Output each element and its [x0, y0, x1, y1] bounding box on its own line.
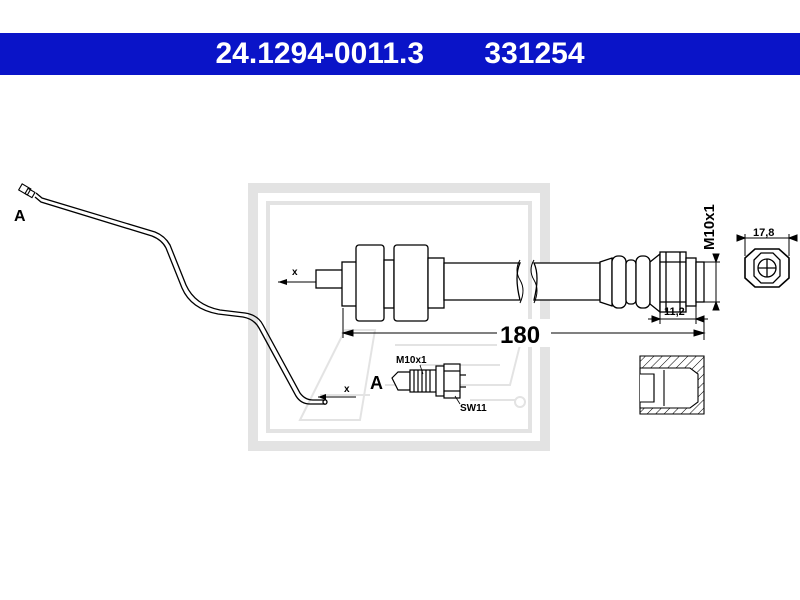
- reference-number: 331254: [484, 37, 585, 70]
- left-end-fitting: [17, 183, 36, 199]
- hose-break-marks: [516, 259, 538, 304]
- ate-logo-mark: [298, 329, 526, 421]
- thread-dimension: [704, 253, 720, 311]
- view-a-label: A: [14, 208, 26, 225]
- fitting-length-label: 11,2: [664, 306, 685, 318]
- detail-a-label: A: [370, 373, 383, 393]
- axis-label-x-left: x: [344, 384, 350, 395]
- axis-label-x-main: x: [292, 267, 298, 278]
- length-label: 180: [500, 322, 540, 349]
- section-view: [639, 355, 705, 415]
- fitting-length-dimension: [648, 306, 708, 324]
- hex-width-label: 17,8: [753, 227, 774, 239]
- hex-end-view: [744, 248, 790, 288]
- detail-a-fitting: [391, 363, 466, 399]
- wrench-size-label: SW11: [460, 403, 487, 414]
- part-number: 24.1294-0011.3: [215, 37, 425, 70]
- detail-callout-lines: [419, 364, 461, 405]
- hose-assembly: [315, 244, 705, 322]
- detail-thread-label: M10x1: [396, 355, 427, 366]
- part-title-bar: 24.1294-0011.3 331254: [0, 33, 800, 75]
- brake-line-side-view: [34, 192, 328, 405]
- left-x-arrow: x: [318, 384, 356, 400]
- hex-width-dimension: [736, 234, 798, 256]
- ate-watermark: [248, 183, 550, 451]
- thread-label: M10x1: [701, 204, 718, 250]
